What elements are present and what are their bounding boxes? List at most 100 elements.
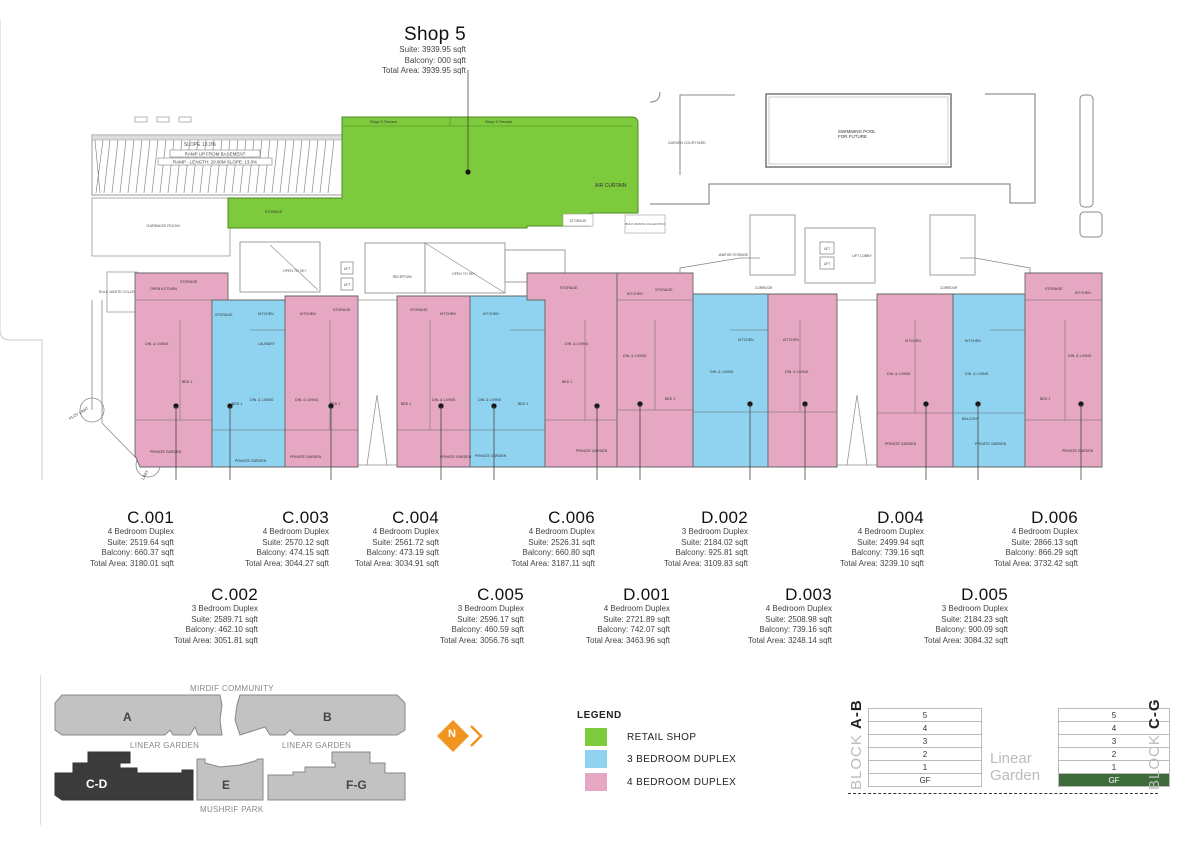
svg-text:BED 1: BED 1 (665, 397, 675, 401)
svg-text:KITCHEN: KITCHEN (440, 312, 456, 316)
svg-text:DIN. & LIVING: DIN. & LIVING (432, 398, 456, 402)
svg-text:BALCONY: BALCONY (962, 417, 980, 421)
svg-text:BED 1: BED 1 (232, 402, 242, 406)
svg-text:STORAGE: STORAGE (410, 308, 428, 312)
svg-text:STORAGE: STORAGE (215, 313, 233, 317)
shop-balcony: Balcony: 000 sqft (404, 55, 466, 65)
key-map-south-label: MUSHRIF PARK (200, 805, 264, 814)
unit-callout-d004: D.004 4 Bedroom Duplex Suite: 2499.94 sq… (839, 508, 924, 568)
svg-text:STORAGE: STORAGE (265, 210, 283, 214)
svg-text:JANITOR STORAGE: JANITOR STORAGE (718, 253, 748, 257)
svg-text:RAMP UP FROM BASEMENT: RAMP UP FROM BASEMENT (185, 152, 246, 157)
key-map: MIRDIF COMMUNITY LINEAR GARDEN LINEAR GA… (40, 675, 420, 825)
unit-callout-d005: D.005 3 Bedroom Duplex Suite: 2184.23 sq… (923, 585, 1008, 645)
svg-text:DIN. & LIVING: DIN. & LIVING (710, 370, 734, 374)
unit-callout-c002: C.002 3 Bedroom Duplex Suite: 2589.71 sq… (173, 585, 258, 645)
svg-text:KITCHEN: KITCHEN (965, 339, 981, 343)
shop-callout: Shop 5 Suite: 3939.95 sqft Balcony: 000 … (382, 24, 466, 77)
svg-text:DIN. & LIVING: DIN. & LIVING (295, 398, 319, 402)
svg-text:DIN. & LIVING: DIN. & LIVING (478, 398, 502, 402)
svg-text:PRIVATE GARDEN: PRIVATE GARDEN (1062, 449, 1094, 453)
key-map-block-e: E (222, 778, 231, 792)
svg-text:BED 1: BED 1 (182, 380, 192, 384)
svg-text:STORAGE: STORAGE (560, 286, 578, 290)
svg-text:DIN. & LIVING: DIN. & LIVING (623, 354, 647, 358)
legend: LEGEND RETAIL SHOP 3 BEDROOM DUPLEX 4 BE… (577, 710, 777, 810)
floor-stack-cg: 5 4 3 2 1 GF (1058, 708, 1170, 787)
svg-text:Shop 5 Terrace: Shop 5 Terrace (370, 119, 398, 124)
legend-swatch-retail (585, 728, 607, 746)
block-a-shape (54, 694, 223, 736)
svg-text:BULK WASTE COLLECTION: BULK WASTE COLLECTION (99, 290, 145, 294)
svg-text:PRIVATE GARDEN: PRIVATE GARDEN (440, 455, 472, 459)
unit-footprints (134, 272, 1103, 468)
svg-text:AIR CURTAIN: AIR CURTAIN (595, 183, 627, 189)
svg-text:DIN. & LIVING: DIN. & LIVING (965, 372, 989, 376)
svg-text:DIN. & LIVING: DIN. & LIVING (887, 372, 911, 376)
svg-text:KITCHEN: KITCHEN (905, 339, 921, 343)
svg-text:BULK WASTE COLLECTION: BULK WASTE COLLECTION (625, 222, 664, 226)
svg-text:BED 1: BED 1 (518, 402, 528, 406)
key-map-block-a: A (123, 710, 132, 724)
svg-text:OPEN TO SKY: OPEN TO SKY (452, 272, 476, 276)
block-cd-shape (54, 751, 194, 801)
block-fg-shape (267, 751, 406, 801)
key-map-block-fg: F-G (346, 778, 367, 792)
svg-text:OPEN TO SKY: OPEN TO SKY (283, 269, 307, 273)
svg-text:STORAGE: STORAGE (569, 219, 587, 223)
svg-text:DIN. & LIVING: DIN. & LIVING (785, 370, 809, 374)
shop-id: Shop 5 (403, 24, 466, 45)
svg-text:PRIVATE GARDEN: PRIVATE GARDEN (290, 455, 322, 459)
key-map-north-label: MIRDIF COMMUNITY (190, 684, 274, 693)
ramp: SLOPE 13.0% RAMP UP FROM BASEMENT RAMP -… (91, 116, 343, 196)
legend-title: LEGEND (577, 710, 622, 721)
legend-item-retail: RETAIL SHOP (585, 728, 696, 746)
floor-stack-ab: 5 4 3 2 1 GF (868, 708, 982, 787)
floor-plan: SLOPE 13.0% RAMP UP FROM BASEMENT RAMP -… (0, 20, 1103, 480)
svg-text:DIN. & LIVING: DIN. & LIVING (565, 342, 589, 346)
svg-text:FOR FUTURE: FOR FUTURE (838, 134, 867, 139)
svg-text:KITCHEN: KITCHEN (258, 312, 274, 316)
svg-text:RECEPTION: RECEPTION (393, 275, 412, 279)
block-label-ab: BLOCK A-B (848, 699, 865, 790)
svg-text:DIN. & LIVING: DIN. & LIVING (250, 398, 274, 402)
svg-text:KITCHEN: KITCHEN (300, 312, 316, 316)
unit-callout-c001: C.001 4 Bedroom Duplex Suite: 2519.64 sq… (89, 508, 174, 568)
svg-text:PRIVATE GARDEN: PRIVATE GARDEN (885, 442, 917, 446)
unit-callout-d002: D.002 3 Bedroom Duplex Suite: 2184.02 sq… (663, 508, 748, 568)
svg-text:PRIVATE GARDEN: PRIVATE GARDEN (235, 459, 267, 463)
svg-text:GARDEN COURTYARD: GARDEN COURTYARD (668, 141, 706, 145)
svg-text:LIFT: LIFT (344, 283, 351, 287)
unit-callout-c003: C.003 4 Bedroom Duplex Suite: 2570.12 sq… (244, 508, 329, 568)
section-diagram: BLOCK A-B 5 4 3 2 1 GF Linear Garden 5 4… (840, 698, 1170, 800)
retail-shop-area: Shop 5 Terrace Shop 5 Terrace AIR CURTAI… (227, 70, 639, 229)
svg-text:LIFT LOBBY: LIFT LOBBY (852, 254, 872, 258)
svg-text:PLOT LIMIT: PLOT LIMIT (68, 405, 90, 420)
block-e-shape (196, 758, 264, 801)
svg-text:BED 1: BED 1 (330, 402, 340, 406)
shop-suite: Suite: 3939.95 sqft (399, 45, 466, 54)
svg-text:KITCHEN: KITCHEN (1075, 291, 1091, 295)
svg-text:Shop 5 Terrace: Shop 5 Terrace (485, 119, 513, 124)
svg-text:LIFT: LIFT (824, 247, 831, 251)
svg-text:RAMP - LENGTH: 20.90M SLOPE: 1: RAMP - LENGTH: 20.90M SLOPE: 13.0% (173, 160, 257, 165)
unit-callout-c006: C.006 4 Bedroom Duplex Suite: 2526.31 sq… (511, 508, 595, 568)
active-floor-gf: GF (1058, 773, 1170, 787)
svg-text:PRIVATE GARDEN: PRIVATE GARDEN (975, 442, 1007, 446)
key-map-linear-garden-2: LINEAR GARDEN (282, 741, 352, 750)
north-compass: N (436, 718, 486, 758)
block-label-cg: BLOCK C-G (1146, 698, 1163, 790)
svg-text:SWIMMING POOL: SWIMMING POOL (838, 129, 876, 134)
unit-callout-d006: D.006 4 Bedroom Duplex Suite: 2866.13 sq… (993, 508, 1078, 568)
svg-text:DIN. & LIVING: DIN. & LIVING (145, 342, 169, 346)
svg-text:CORRIDOR: CORRIDOR (940, 286, 958, 290)
block-b-shape (234, 694, 406, 736)
legend-item-4bed: 4 BEDROOM DUPLEX (585, 773, 736, 791)
legend-swatch-3bed (585, 750, 607, 768)
north-arrow-icon (437, 720, 483, 752)
svg-text:STORAGE: STORAGE (655, 288, 673, 292)
unit-callout-d003: D.003 4 Bedroom Duplex Suite: 2508.98 sq… (747, 585, 832, 645)
north-label: N (448, 728, 456, 740)
key-map-linear-garden-1: LINEAR GARDEN (130, 741, 200, 750)
svg-text:SLOPE 13.0%: SLOPE 13.0% (184, 142, 217, 148)
